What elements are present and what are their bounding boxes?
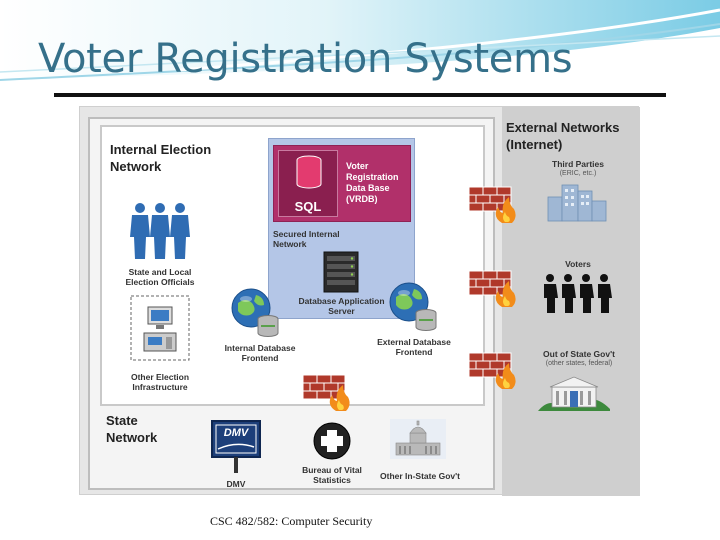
external-network-label: External Networks (Internet) bbox=[506, 120, 620, 152]
firewall-icon bbox=[468, 270, 516, 307]
title-rule bbox=[54, 93, 666, 97]
officials-icon bbox=[130, 203, 190, 259]
slide-header: Voter Registration Systems bbox=[0, 0, 720, 100]
dmv-logo-text: DMV bbox=[223, 427, 249, 439]
internal-network-label: Internal Election Network bbox=[110, 142, 212, 174]
infrastructure-label: Other Election Infrastructure bbox=[130, 372, 190, 392]
infrastructure-icon bbox=[130, 295, 190, 361]
external-frontend-globe-icon bbox=[389, 282, 437, 331]
firewall-icon bbox=[302, 374, 350, 411]
firewall-icon bbox=[468, 352, 516, 389]
slide-title: Voter Registration Systems bbox=[38, 36, 573, 82]
third-parties-label: Third Parties (ERIC, etc.) bbox=[552, 159, 604, 177]
header-swoosh bbox=[0, 0, 720, 81]
capitol-building-icon bbox=[390, 419, 446, 459]
internal-frontend-label: Internal Database Frontend bbox=[224, 343, 296, 363]
officials-label: State and Local Election Officials bbox=[125, 267, 195, 287]
vrdb-label: Voter Registration Data Base (VRDB) bbox=[346, 161, 399, 204]
state-network-label: State Network bbox=[106, 413, 158, 445]
out-of-state-label: Out of State Gov't (other states, federa… bbox=[543, 349, 615, 367]
in-state-gov-label: Other In-State Gov't bbox=[380, 471, 460, 481]
vital-statistics-label: Bureau of Vital Statistics bbox=[302, 465, 362, 485]
office-buildings-icon bbox=[547, 184, 607, 222]
voters-label: Voters bbox=[565, 259, 591, 269]
network-diagram: Internal Election Network State and Loca… bbox=[79, 106, 640, 496]
secured-network-label: Secured Internal Network bbox=[273, 229, 340, 249]
secured-internal-network-zone: SQL Voter Registration Data Base (VRDB) … bbox=[268, 138, 415, 319]
firewall-icon bbox=[468, 186, 516, 223]
state-network-zone: Internal Election Network State and Loca… bbox=[88, 117, 495, 490]
government-building-icon bbox=[538, 376, 610, 411]
sql-label: SQL bbox=[294, 199, 322, 214]
sql-tile: SQL bbox=[278, 150, 338, 217]
external-frontend-label: External Database Frontend bbox=[377, 337, 451, 357]
dmv-logo-icon bbox=[211, 420, 261, 473]
external-network-zone: External Networks (Internet) Third Parti… bbox=[502, 107, 640, 496]
app-server-label: Database Application Server bbox=[298, 296, 385, 316]
slide-footer: CSC 482/582: Computer Security bbox=[210, 514, 373, 528]
internal-election-network-zone: Internal Election Network State and Loca… bbox=[100, 125, 485, 406]
database-icon bbox=[296, 155, 322, 189]
dmv-label: DMV bbox=[226, 479, 246, 489]
server-icon bbox=[323, 251, 359, 293]
vrdb-box: SQL Voter Registration Data Base (VRDB) bbox=[273, 145, 411, 222]
vital-statistics-icon bbox=[313, 422, 351, 460]
internal-frontend-globe-icon bbox=[231, 288, 279, 337]
voters-icon bbox=[544, 274, 612, 313]
